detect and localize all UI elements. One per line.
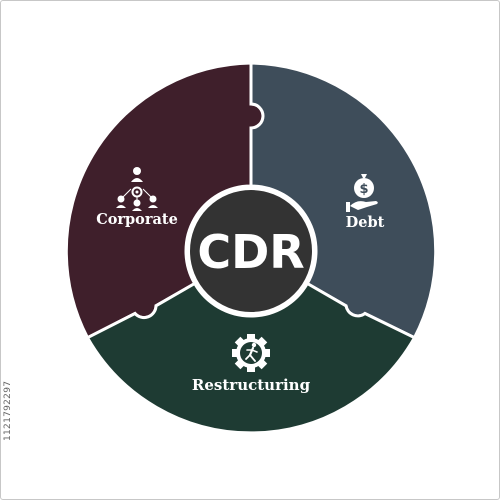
people-network-icon bbox=[116, 167, 158, 211]
svg-text:$: $ bbox=[359, 182, 368, 197]
center-label: CDR bbox=[197, 225, 304, 279]
segment-label-restructuring: Restructuring bbox=[192, 376, 311, 394]
gear-runner-icon bbox=[232, 334, 270, 372]
center-circle bbox=[186, 186, 316, 316]
stock-id-watermark: 1121792297 bbox=[3, 380, 13, 442]
segment-label-corporate: Corporate bbox=[96, 211, 178, 228]
money-bag-hand-icon: $ bbox=[346, 174, 378, 212]
segment-label-debt: Debt bbox=[346, 214, 385, 231]
